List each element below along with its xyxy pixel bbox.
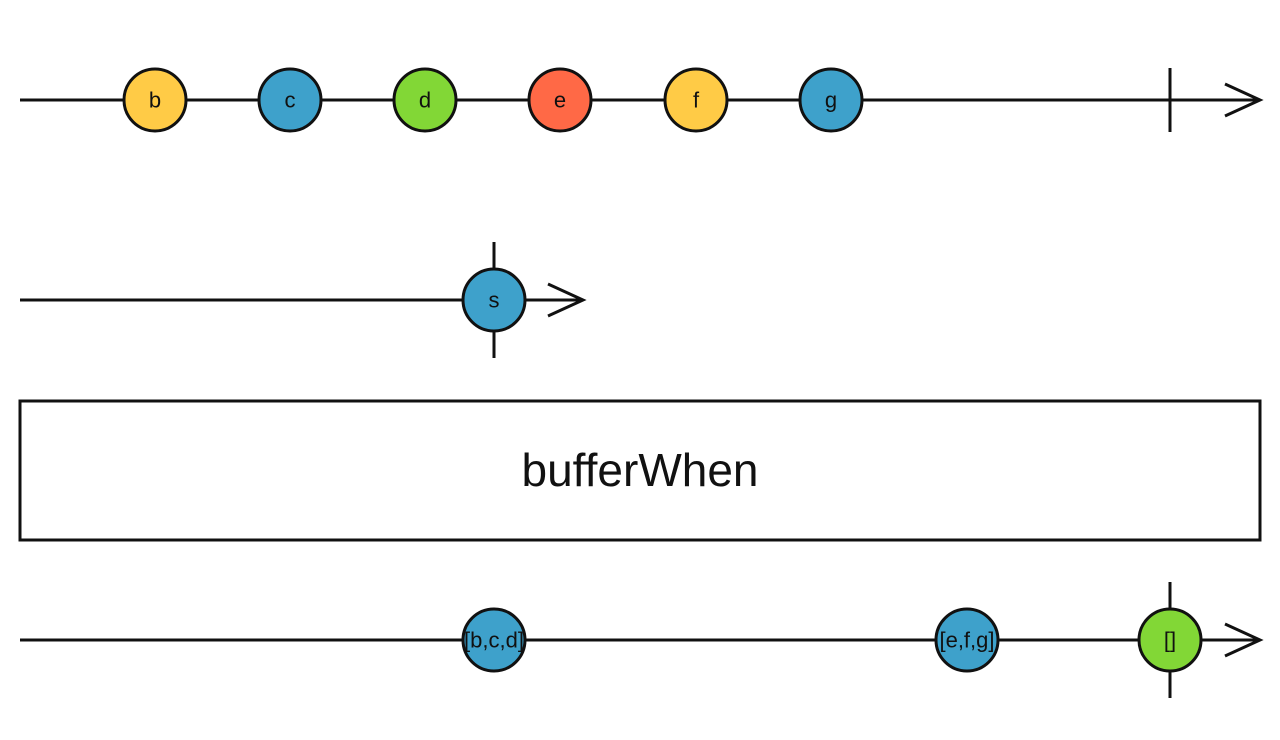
source-stream: b c d e f g — [20, 67, 1264, 133]
source-marble-label: g — [825, 88, 837, 113]
output-marble-label: [b,c,d] — [464, 628, 524, 653]
output-marble-bcd: [b,c,d] — [461, 607, 527, 673]
source-marble-g: g — [798, 67, 864, 133]
source-marble-d: d — [392, 67, 458, 133]
source-marble-label: e — [554, 88, 566, 113]
source-marble-b: b — [122, 67, 188, 133]
output-marble-empty: [] — [1137, 607, 1203, 673]
closing-stream: s — [20, 242, 587, 358]
closing-marble-label: s — [489, 288, 500, 313]
output-marble-efg: [e,f,g] — [934, 607, 1000, 673]
closing-arrowhead — [547, 282, 587, 318]
closing-marble-s: s — [461, 267, 527, 333]
source-marble-c: c — [257, 67, 323, 133]
source-marble-label: c — [285, 88, 296, 113]
source-marble-label: d — [419, 88, 431, 113]
output-marble-label: [e,f,g] — [939, 628, 994, 653]
operator-box: bufferWhen — [18, 399, 1262, 542]
source-marble-f: f — [663, 67, 729, 133]
source-marble-label: f — [693, 88, 700, 113]
operator-name: bufferWhen — [522, 444, 759, 496]
output-stream: [b,c,d] [e,f,g] [] — [20, 582, 1264, 698]
source-marble-label: b — [149, 88, 161, 113]
output-marble-label: [] — [1164, 628, 1176, 653]
output-arrowhead — [1224, 622, 1264, 658]
source-arrowhead — [1224, 82, 1264, 118]
source-marble-e: e — [527, 67, 593, 133]
